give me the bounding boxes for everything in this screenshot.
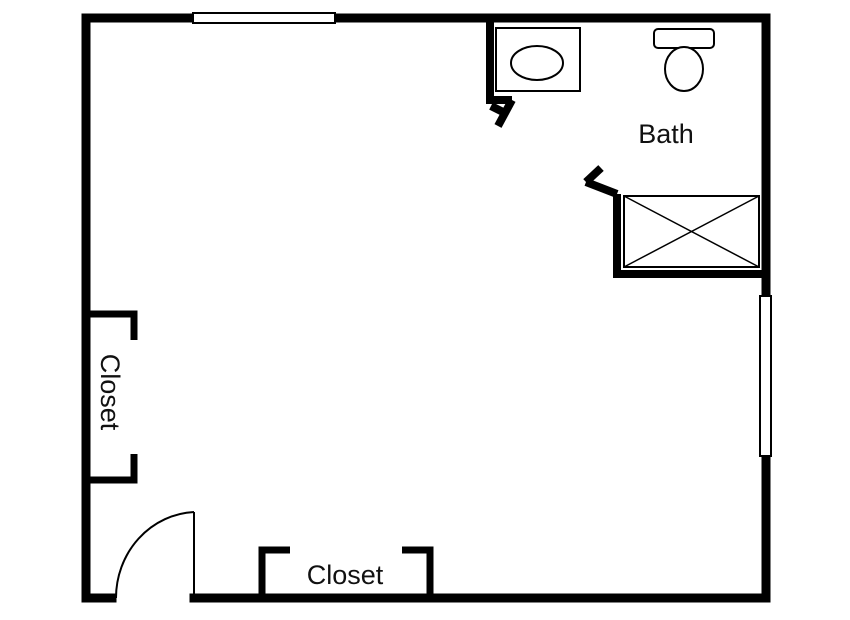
shower-stall-icon (623, 195, 760, 268)
sink-icon (495, 27, 581, 92)
bath-door-stops (489, 98, 619, 198)
closet-left (86, 310, 138, 484)
entry-door (114, 511, 195, 599)
window-right (759, 295, 772, 457)
closet-left-label: Closet (95, 354, 125, 431)
closet-bottom-label: Closet (307, 560, 384, 590)
closet-bottom (258, 546, 434, 598)
bath-walls (486, 18, 766, 278)
toilet-icon (653, 28, 715, 92)
bath-label: Bath (638, 119, 694, 149)
exterior-walls (81, 13, 771, 603)
window-top (192, 12, 336, 24)
